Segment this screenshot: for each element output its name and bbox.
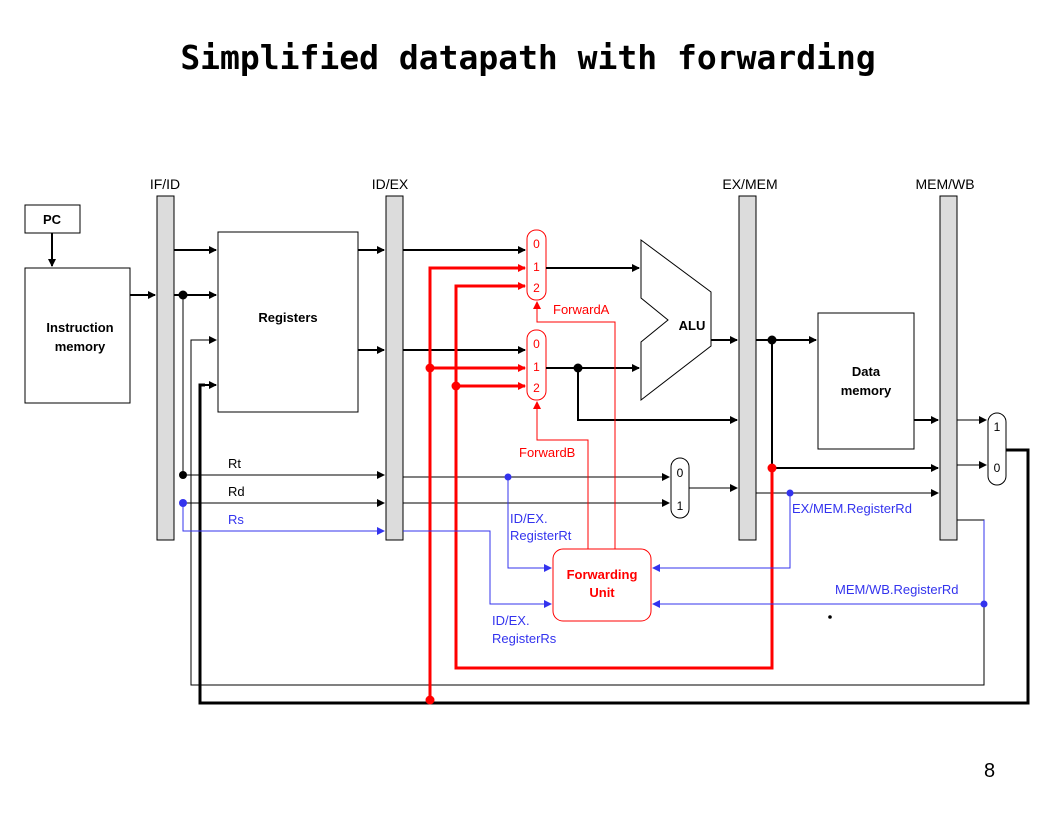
- blue-wires: [182, 477, 985, 608]
- junction-dots: [178, 290, 988, 705]
- instruction-memory-label-2: memory: [55, 339, 106, 354]
- label-ex-mem: EX/MEM: [722, 176, 777, 192]
- rs-label: Rs: [228, 512, 244, 527]
- forward-b-mux-input-2: 2: [533, 381, 540, 395]
- registers-block: Registers: [217, 231, 359, 413]
- instruction-memory-block: Instruction memory: [24, 267, 131, 404]
- page-number: 8: [984, 760, 996, 782]
- data-memory-label-1: Data: [852, 364, 881, 379]
- pc-block: PC: [24, 204, 81, 234]
- forward-a-mux-input-2: 2: [533, 281, 540, 295]
- label-if-id: IF/ID: [150, 176, 180, 192]
- pipeline-register-ex-mem: EX/MEM: [722, 176, 778, 541]
- black-wires: [48, 233, 1030, 705]
- data-memory-block: Data memory: [817, 312, 915, 450]
- pipeline-register-id-ex: ID/EX: [372, 176, 409, 541]
- red-forwarding-wires: [428, 264, 774, 700]
- pipeline-register-if-id: IF/ID: [150, 176, 180, 541]
- alu-block: ALU: [640, 239, 712, 402]
- forward-a-label: ForwardA: [553, 302, 610, 317]
- forward-b-mux-input-0: 0: [533, 337, 540, 351]
- rd-select-mux-input-0: 0: [677, 466, 684, 480]
- alu-label: ALU: [679, 318, 706, 333]
- forward-b-label: ForwardB: [519, 445, 575, 460]
- rd-label: Rd: [228, 484, 245, 499]
- label-mem-wb: MEM/WB: [915, 176, 974, 192]
- label-id-ex: ID/EX: [372, 176, 409, 192]
- writeback-mux-input-0: 0: [994, 461, 1001, 475]
- rd-select-mux-input-1: 1: [677, 499, 684, 513]
- rt-label: Rt: [228, 456, 241, 471]
- registers-label: Registers: [258, 310, 317, 325]
- forwarding-unit-block: Forwarding Unit: [552, 548, 652, 622]
- signal-labels: Rt Rd Rs ForwardA ForwardB ID/EX. Regist…: [228, 302, 959, 646]
- exmem-rd-label: EX/MEM.RegisterRd: [792, 501, 912, 516]
- forward-b-mux-input-1: 1: [533, 360, 540, 374]
- forward-a-mux-input-1: 1: [533, 260, 540, 274]
- data-memory-label-2: memory: [841, 383, 892, 398]
- pc-label: PC: [43, 212, 62, 227]
- pipeline-register-mem-wb: MEM/WB: [915, 176, 975, 541]
- idex-rt-label-1: ID/EX.: [510, 511, 548, 526]
- forwarding-unit-label-1: Forwarding: [567, 567, 638, 582]
- idex-rs-label-2: RegisterRs: [492, 631, 557, 646]
- forward-a-mux-input-0: 0: [533, 237, 540, 251]
- idex-rs-label-1: ID/EX.: [492, 613, 530, 628]
- memwb-rd-label: MEM/WB.RegisterRd: [835, 582, 959, 597]
- forward-b-mux: 0 1 2: [526, 329, 547, 401]
- instruction-memory-label-1: Instruction: [46, 320, 113, 335]
- writeback-mux-input-1: 1: [994, 420, 1001, 434]
- slide-title: Simplified datapath with forwarding: [180, 38, 876, 77]
- forward-a-mux: 0 1 2: [526, 229, 547, 301]
- rd-select-mux: 0 1: [670, 457, 690, 519]
- idex-rt-label-2: RegisterRt: [510, 528, 572, 543]
- forwarding-unit-label-2: Unit: [589, 585, 615, 600]
- writeback-mux: 1 0: [987, 412, 1007, 486]
